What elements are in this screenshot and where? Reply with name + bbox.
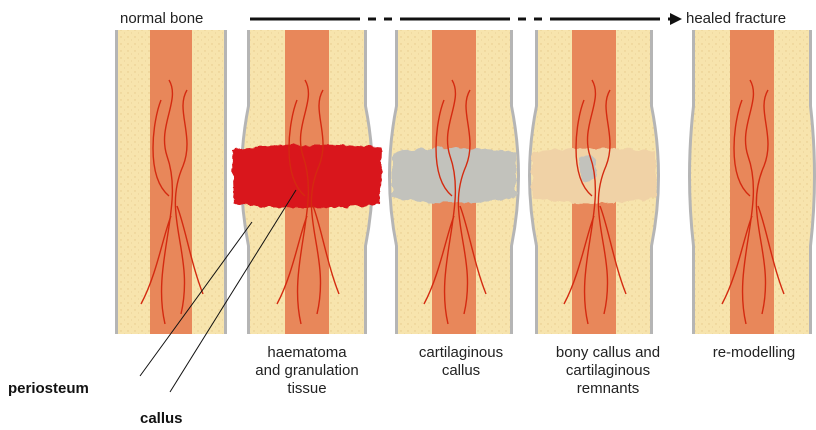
marrow-cavity <box>150 30 192 334</box>
bone-stage-bony <box>528 30 660 334</box>
timeline-arrow <box>250 13 682 25</box>
bone-stage-remodelling <box>688 30 816 334</box>
bone-stage-normal <box>115 30 227 334</box>
bone-stage-haematoma <box>232 30 382 334</box>
bone-stage-cartilaginous <box>388 30 520 334</box>
bony-callus-caption: bony callus and cartilaginous remnants <box>533 344 683 398</box>
caption-line: haematoma <box>267 344 346 362</box>
healed-fracture-label: healed fracture <box>686 10 786 28</box>
caption-line: and granulation <box>255 362 358 380</box>
marrow-cavity <box>730 30 774 334</box>
normal-bone-label: normal bone <box>120 10 203 28</box>
callus-label: callus <box>140 410 183 428</box>
caption-line: callus <box>442 362 480 380</box>
caption-line: cartilaginous <box>566 362 650 380</box>
remodelling-caption: re-modelling <box>692 344 816 362</box>
caption-line: re-modelling <box>713 344 796 362</box>
caption-line: remnants <box>577 380 640 398</box>
haematoma-caption: haematoma and granulation tissue <box>242 344 372 398</box>
caption-line: bony callus and <box>556 344 660 362</box>
caption-line: cartilaginous <box>419 344 503 362</box>
cartilaginous-callus-caption: cartilaginous callus <box>396 344 526 380</box>
periosteum-label: periosteum <box>8 380 89 398</box>
caption-line: tissue <box>287 380 326 398</box>
